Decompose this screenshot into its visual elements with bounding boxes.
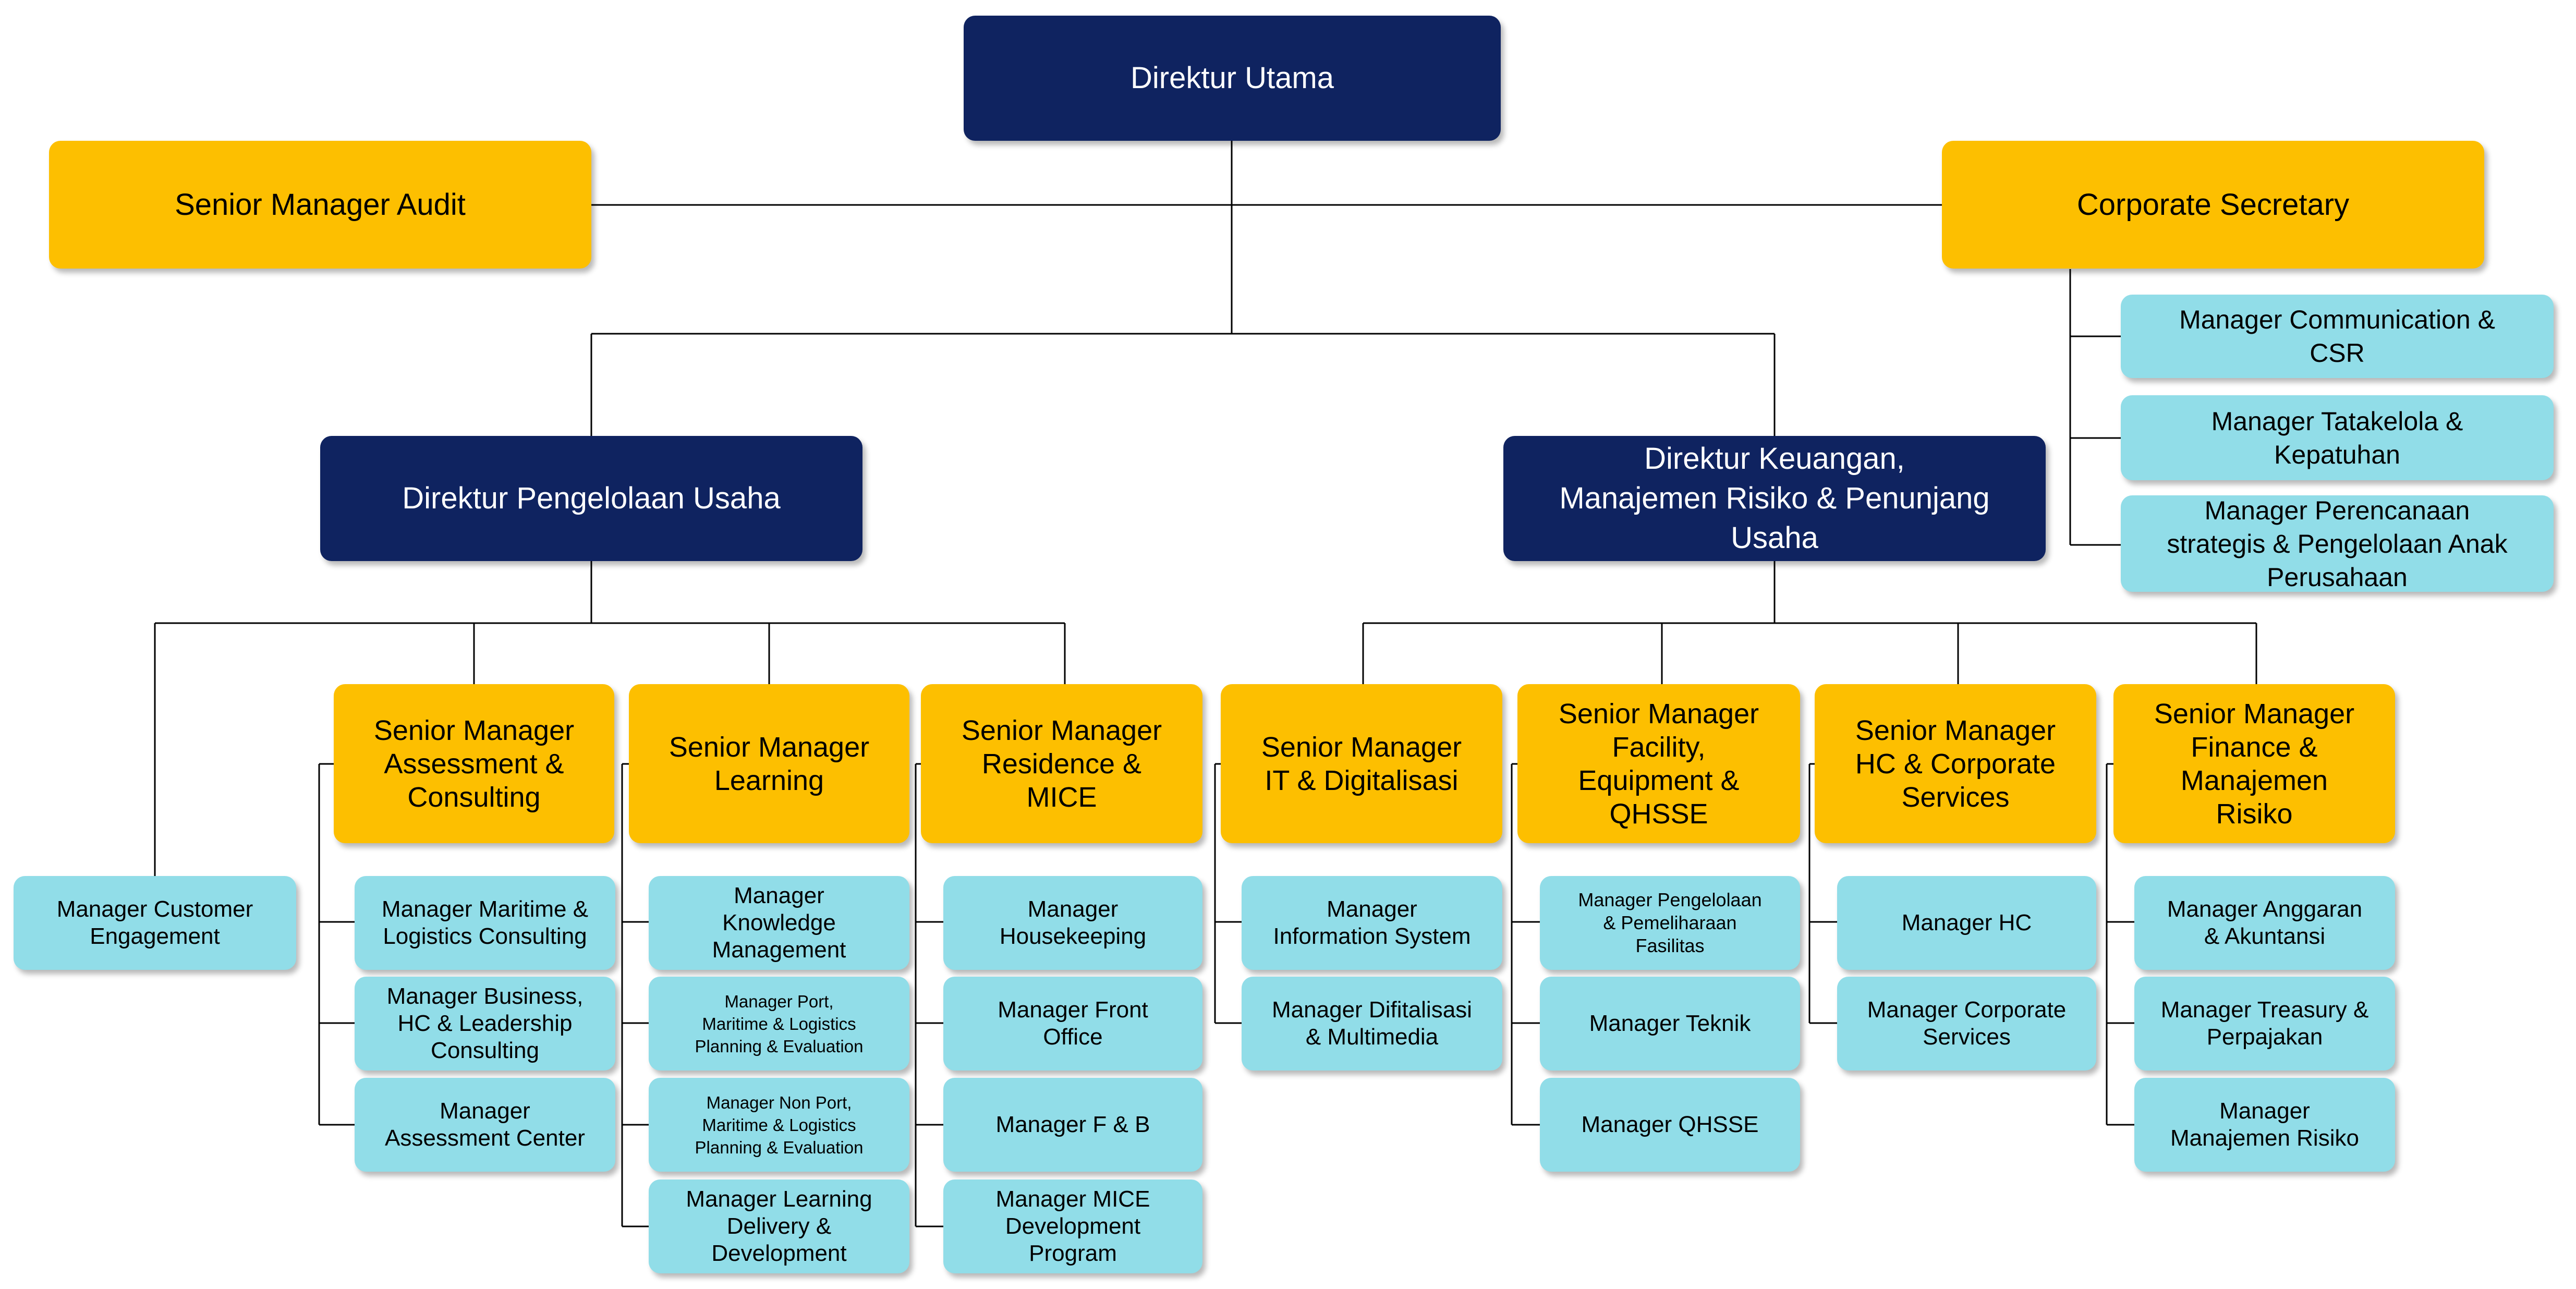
manager-anggaran-akuntansi-box: Manager Anggaran & Akuntansi	[2134, 876, 2395, 970]
manager-manajemen-risiko-label: Manager Manajemen Risiko	[2170, 1098, 2359, 1151]
manager-housekeeping-box: Manager Housekeeping	[943, 876, 1202, 970]
manager-business-hc-leadership-label: Manager Business, HC & Leadership Consul…	[386, 983, 584, 1063]
sm-assessment-consulting-box: Senior Manager Assessment & Consulting	[334, 684, 614, 843]
manager-mice-development-label: Manager MICE Development Program	[995, 1186, 1150, 1266]
direktur-keuangan-label: Direktur Keuangan, Manajemen Risiko & Pe…	[1559, 442, 1990, 555]
manager-housekeeping-label: Manager Housekeeping	[999, 896, 1147, 949]
manager-maritime-logistics-consulting-label: Manager Maritime & Logistics Consulting	[381, 896, 589, 949]
senior-manager-audit-label: Senior Manager Audit	[175, 187, 466, 222]
manager-tatakelola-label: Manager Tatakelola & Kepatuhan	[2211, 406, 2463, 469]
sm-learning-box: Senior Manager Learning	[629, 684, 909, 843]
manager-assessment-center-label: Manager Assessment Center	[385, 1098, 585, 1151]
manager-knowledge-management-box: Manager Knowledge Management	[649, 876, 909, 970]
manager-pengelolaan-fasilitas-label: Manager Pengelolaan & Pemeliharaan Fasil…	[1578, 889, 1762, 956]
manager-front-office-box: Manager Front Office	[943, 977, 1202, 1071]
manager-front-office-label: Manager Front Office	[998, 997, 1148, 1050]
manager-perencanaan-strategis-box: Manager Perencanaan strategis & Pengelol…	[2121, 495, 2554, 592]
manager-pengelolaan-fasilitas-box: Manager Pengelolaan & Pemeliharaan Fasil…	[1540, 876, 1800, 970]
manager-non-port-planning-box: Manager Non Port, Maritime & Logistics P…	[649, 1078, 909, 1172]
manager-mice-development-box: Manager MICE Development Program	[943, 1179, 1202, 1273]
manager-communication-csr-box: Manager Communication & CSR	[2121, 295, 2554, 378]
sm-it-digitalisasi-box: Senior Manager IT & Digitalisasi	[1221, 684, 1502, 843]
sm-hc-corporate-services-box: Senior Manager HC & Corporate Services	[1815, 684, 2096, 843]
sm-finance-manajemen-risiko-label: Senior Manager Finance & Manajemen Risik…	[2154, 698, 2355, 830]
direktur-pengelolaan-usaha-box: Direktur Pengelolaan Usaha	[320, 436, 862, 561]
manager-perencanaan-strategis-label: Manager Perencanaan strategis & Pengelol…	[2167, 495, 2508, 592]
manager-port-planning-box: Manager Port, Maritime & Logistics Plann…	[649, 977, 909, 1071]
manager-hc-label: Manager HC	[1901, 910, 2032, 935]
manager-information-system-label: Manager Information System	[1273, 896, 1471, 949]
manager-customer-engagement-label: Manager Customer Engagement	[56, 896, 253, 949]
manager-manajemen-risiko-box: Manager Manajemen Risiko	[2134, 1078, 2395, 1172]
senior-manager-audit-box: Senior Manager Audit	[49, 141, 591, 269]
manager-learning-delivery-label: Manager Learning Delivery & Development	[686, 1186, 872, 1266]
manager-f-and-b-box: Manager F & B	[943, 1078, 1202, 1172]
manager-assessment-center-box: Manager Assessment Center	[355, 1078, 615, 1172]
sm-finance-manajemen-risiko-box: Senior Manager Finance & Manajemen Risik…	[2113, 684, 2395, 843]
manager-f-and-b-label: Manager F & B	[995, 1112, 1150, 1137]
sm-hc-corporate-services-label: Senior Manager HC & Corporate Services	[1855, 714, 2056, 813]
manager-port-planning-label: Manager Port, Maritime & Logistics Plann…	[695, 991, 864, 1056]
manager-anggaran-akuntansi-label: Manager Anggaran & Akuntansi	[2167, 896, 2363, 949]
direktur-keuangan-box: Direktur Keuangan, Manajemen Risiko & Pe…	[1503, 436, 2046, 561]
direktur-utama-box: Direktur Utama	[964, 16, 1501, 141]
corporate-secretary-box: Corporate Secretary	[1942, 141, 2484, 269]
direktur-utama-label: Direktur Utama	[1131, 61, 1334, 95]
sm-residence-mice-box: Senior Manager Residence & MICE	[921, 684, 1202, 843]
sm-facility-qhsse-label: Senior Manager Facility, Equipment & QHS…	[1558, 698, 1759, 830]
direktur-pengelolaan-usaha-label: Direktur Pengelolaan Usaha	[402, 481, 781, 515]
manager-business-hc-leadership-box: Manager Business, HC & Leadership Consul…	[355, 977, 615, 1071]
manager-hc-box: Manager HC	[1837, 876, 2096, 970]
sm-learning-label: Senior Manager Learning	[669, 731, 870, 796]
manager-teknik-box: Manager Teknik	[1540, 977, 1800, 1071]
manager-non-port-planning-label: Manager Non Port, Maritime & Logistics P…	[695, 1092, 864, 1157]
manager-learning-delivery-box: Manager Learning Delivery & Development	[649, 1179, 909, 1273]
manager-tatakelola-box: Manager Tatakelola & Kepatuhan	[2121, 395, 2554, 480]
manager-maritime-logistics-consulting-box: Manager Maritime & Logistics Consulting	[355, 876, 615, 970]
manager-difitalisasi-multimedia-box: Manager Difitalisasi & Multimedia	[1242, 977, 1502, 1071]
sm-assessment-consulting-label: Senior Manager Assessment & Consulting	[373, 714, 575, 813]
sm-it-digitalisasi-label: Senior Manager IT & Digitalisasi	[1261, 731, 1462, 796]
manager-communication-csr-label: Manager Communication & CSR	[2179, 305, 2495, 368]
manager-customer-engagement-box: Manager Customer Engagement	[14, 876, 296, 970]
manager-treasury-perpajakan-label: Manager Treasury & Perpajakan	[2160, 997, 2369, 1050]
sm-facility-qhsse-box: Senior Manager Facility, Equipment & QHS…	[1517, 684, 1800, 843]
manager-treasury-perpajakan-box: Manager Treasury & Perpajakan	[2134, 977, 2395, 1071]
sm-residence-mice-label: Senior Manager Residence & MICE	[961, 714, 1162, 813]
manager-teknik-label: Manager Teknik	[1589, 1011, 1751, 1036]
corporate-secretary-label: Corporate Secretary	[2076, 187, 2350, 222]
manager-qhsse-box: Manager QHSSE	[1540, 1078, 1800, 1172]
manager-corporate-services-label: Manager Corporate Services	[1867, 997, 2067, 1050]
manager-difitalisasi-multimedia-label: Manager Difitalisasi & Multimedia	[1272, 997, 1472, 1050]
manager-knowledge-management-label: Manager Knowledge Management	[712, 883, 846, 963]
manager-qhsse-label: Manager QHSSE	[1581, 1112, 1759, 1137]
manager-information-system-box: Manager Information System	[1242, 876, 1502, 970]
manager-corporate-services-box: Manager Corporate Services	[1837, 977, 2096, 1071]
